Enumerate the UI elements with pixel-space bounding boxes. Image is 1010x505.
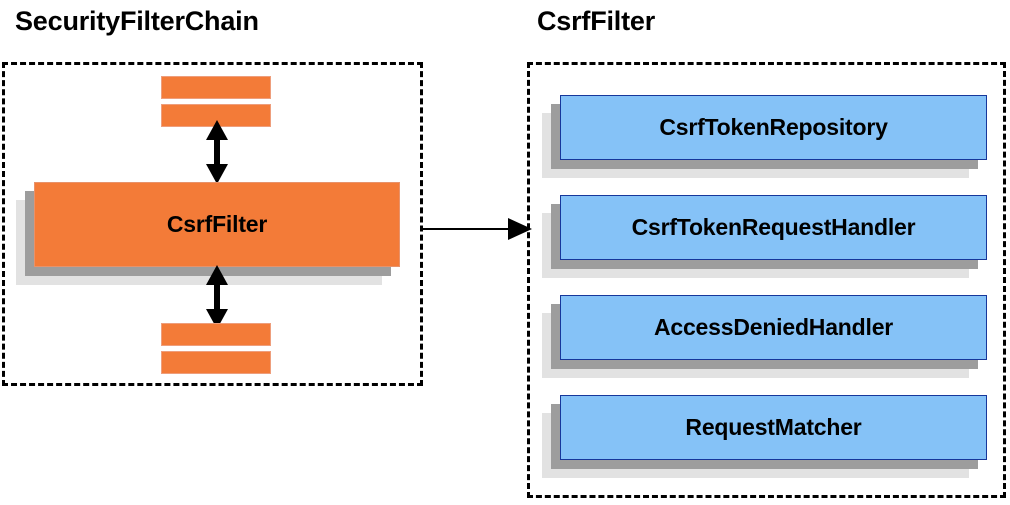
security-filter-chain-panel	[2, 62, 423, 386]
card-face: CsrfTokenRequestHandler	[560, 195, 987, 260]
security-filter-chain-title: SecurityFilterChain	[15, 6, 259, 36]
vertical-double-arrow-bottom-icon	[206, 265, 228, 329]
filter-bar-below-1	[161, 323, 271, 346]
filter-bar-below-2	[161, 351, 271, 374]
card-face: CsrfTokenRepository	[560, 95, 987, 160]
csrf-filter-box[interactable]: CsrfFilter	[16, 182, 400, 285]
collaborator-label: RequestMatcher	[685, 414, 862, 440]
collaborator-label: CsrfTokenRepository	[659, 114, 888, 140]
card-face: RequestMatcher	[560, 395, 987, 460]
collaborator-box-csrftokenrequesthandler[interactable]: CsrfTokenRequestHandler	[542, 195, 987, 278]
csrf-filter-panel	[527, 62, 1006, 498]
vertical-double-arrow-top-icon	[206, 120, 228, 184]
filter-bar-above-1	[161, 76, 271, 99]
collaborator-box-accessdeniedhandler[interactable]: AccessDeniedHandler	[542, 295, 987, 378]
card-face: AccessDeniedHandler	[560, 295, 987, 360]
collaborator-label: AccessDeniedHandler	[653, 314, 894, 340]
collaborator-label: CsrfTokenRequestHandler	[631, 214, 916, 240]
card-face: CsrfFilter	[34, 182, 400, 267]
collaborator-box-csrftokenrepository[interactable]: CsrfTokenRepository	[542, 95, 987, 178]
csrf-filter-title: CsrfFilter	[537, 6, 656, 36]
csrf-filter-box-label: CsrfFilter	[166, 211, 268, 237]
expansion-arrow-icon	[420, 218, 532, 240]
collaborator-box-requestmatcher[interactable]: RequestMatcher	[542, 395, 987, 478]
